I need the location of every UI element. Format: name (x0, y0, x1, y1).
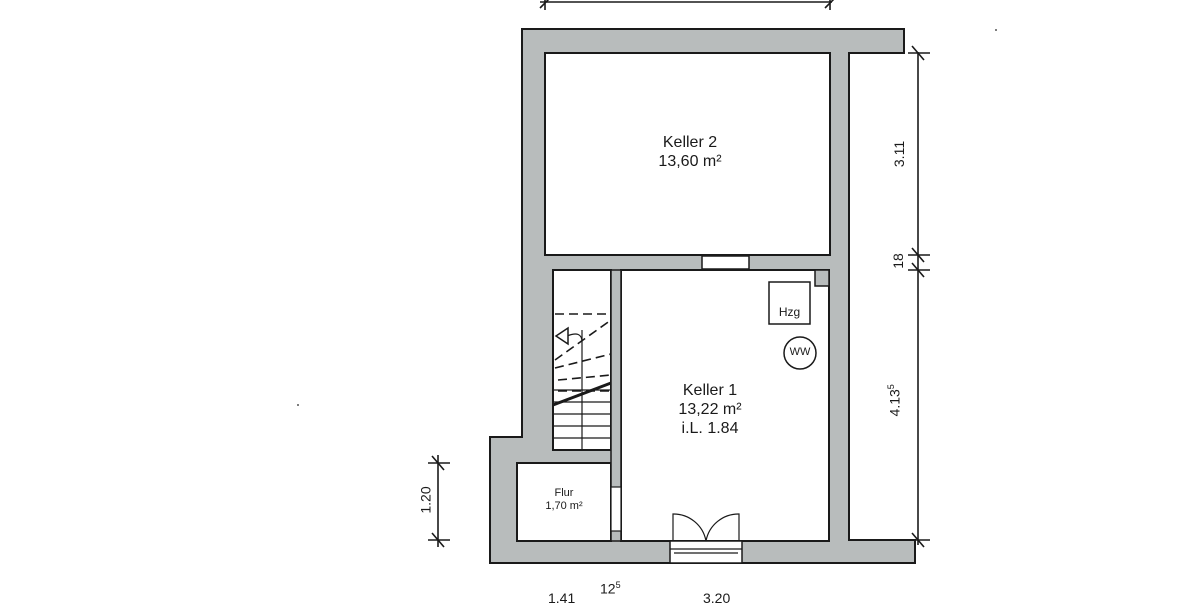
stair-direction-arrow-icon (554, 326, 569, 346)
staircase (552, 313, 612, 451)
corner-column (814, 269, 830, 287)
dim-bottom-left: 1.41 (548, 590, 576, 606)
dim-bottom-mid: 125 (600, 580, 621, 597)
room-keller-2 (544, 52, 831, 256)
room-name: Flur (554, 487, 574, 499)
top-dimension-line (539, 0, 835, 10)
room-area: 13,22 m² (678, 401, 742, 419)
room-name: Keller 2 (662, 134, 718, 151)
wall-opening (701, 255, 750, 270)
right-dimension-chain (908, 45, 930, 548)
room-area: 13,60 m² (658, 153, 722, 171)
dim-right-top: 3.11 (891, 140, 908, 168)
label-keller-1: Keller 1 13,22 m² i.L. 1.84 (640, 381, 780, 439)
dim-bottom-right: 3.20 (703, 590, 731, 606)
label-flur: Flur 1,70 m² (517, 487, 611, 513)
flur-doorway (610, 486, 622, 532)
room-name: Keller 1 (682, 382, 738, 399)
heating-unit (768, 281, 811, 325)
left-dimension (428, 455, 450, 548)
dim-right-bottom: 4.135 (885, 384, 903, 417)
dim-right-mid: 18 (889, 253, 906, 269)
room-area: 1,70 m² (545, 500, 583, 513)
label-keller-2: Keller 2 13,60 m² (620, 133, 760, 171)
label-water-heater: WW (789, 346, 811, 358)
label-heating: Hzg (778, 305, 801, 319)
water-heater (783, 336, 817, 370)
stair-partition-wall (610, 269, 622, 542)
double-door (669, 513, 743, 564)
room-note: i.L. 1.84 (681, 420, 739, 438)
dim-left: 1.20 (417, 486, 434, 514)
